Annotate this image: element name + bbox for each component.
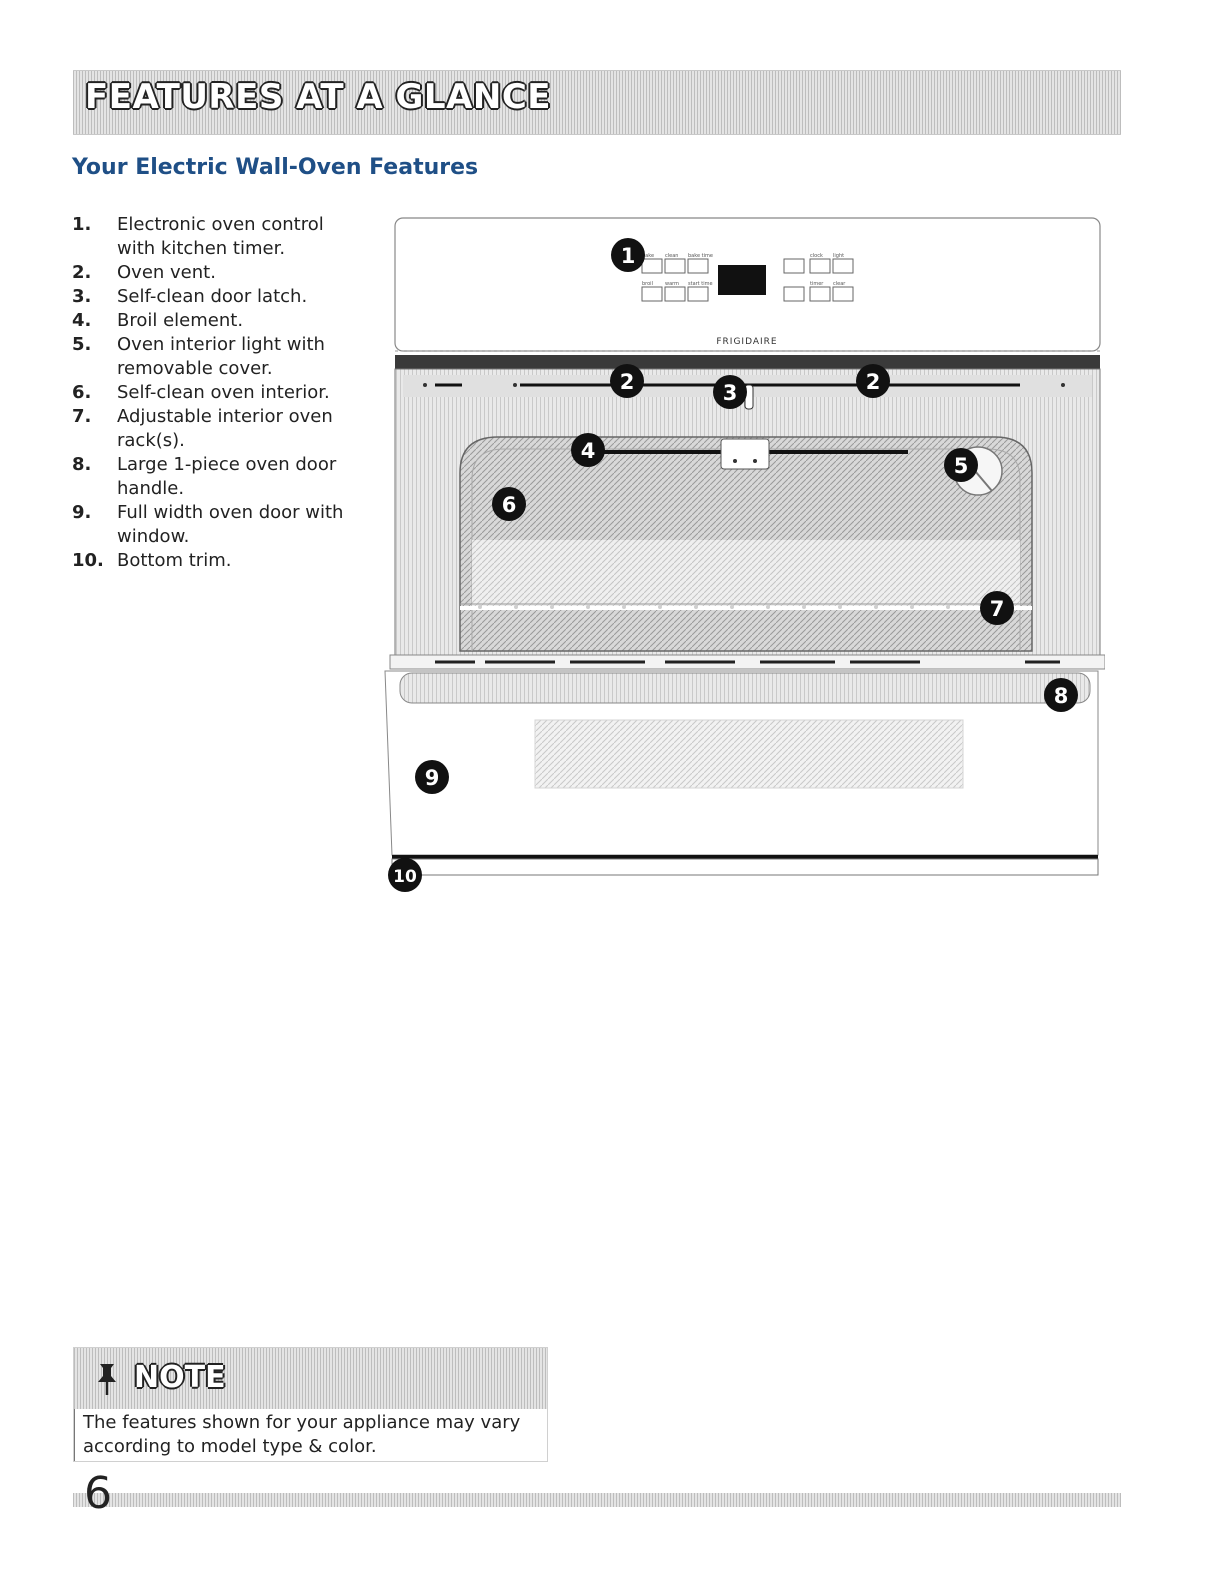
- list-item: 3. Self-clean door latch.: [72, 285, 362, 309]
- list-item-text: Adjustable interior oven rack(s).: [117, 406, 333, 451]
- list-item: 7. Adjustable interior oven rack(s).: [72, 405, 362, 453]
- svg-text:3: 3: [723, 381, 738, 405]
- list-item-text: Bottom trim.: [117, 550, 231, 571]
- svg-text:8: 8: [1054, 684, 1069, 708]
- oven-diagram: bake clean bake time broil warm start ti…: [380, 215, 1105, 895]
- note-title: NOTE: [134, 1360, 226, 1395]
- panel-key-label: warm: [665, 281, 679, 287]
- list-item-text: Full width oven door with window.: [117, 502, 343, 547]
- oven-display: [718, 265, 766, 295]
- list-item-number: 4.: [72, 309, 91, 333]
- list-item-number: 9.: [72, 501, 91, 525]
- bottom-trim-line: [392, 855, 1098, 859]
- callout-6: 6: [492, 487, 526, 521]
- door-window: [535, 720, 963, 788]
- list-item: 2. Oven vent.: [72, 261, 362, 285]
- list-item-text: Electronic oven control with kitchen tim…: [117, 214, 324, 259]
- list-item: 6. Self-clean oven interior.: [72, 381, 362, 405]
- callout-1: 1: [611, 238, 645, 272]
- list-item-number: 5.: [72, 333, 91, 357]
- list-item: 5. Oven interior light with removable cov…: [72, 333, 362, 381]
- feature-list: 1. Electronic oven control with kitchen t…: [72, 213, 362, 573]
- note-body: The features shown for your appliance ma…: [74, 1409, 547, 1461]
- svg-text:2: 2: [620, 370, 635, 394]
- bottom-trim: [392, 859, 1098, 875]
- panel-key-label: bake time: [688, 253, 713, 259]
- panel-key-label: light: [833, 253, 844, 259]
- list-item: 8. Large 1-piece oven door handle.: [72, 453, 362, 501]
- panel-key-label: clear: [833, 281, 846, 287]
- section-title: Your Electric Wall-Oven Features: [72, 155, 478, 180]
- callout-2: 2: [856, 364, 890, 398]
- svg-text:1: 1: [621, 244, 636, 268]
- oven-illustration: bake clean bake time broil warm start ti…: [380, 215, 1105, 895]
- door-handle: [400, 673, 1090, 703]
- note-text: The features shown for your appliance ma…: [83, 1411, 538, 1459]
- list-item-number: 3.: [72, 285, 91, 309]
- oven-back-wall: [472, 540, 1020, 606]
- list-item-text: Large 1-piece oven door handle.: [117, 454, 336, 499]
- list-item-number: 1.: [72, 213, 91, 237]
- panel-key-label: clock: [810, 253, 823, 259]
- panel-key-label: broil: [642, 281, 653, 287]
- callout-8: 8: [1044, 678, 1078, 712]
- list-item: 10. Bottom trim.: [72, 549, 362, 573]
- callout-3: 3: [713, 375, 747, 409]
- list-item: 1. Electronic oven control with kitchen t…: [72, 213, 362, 261]
- callout-4: 4: [571, 433, 605, 467]
- callout-10: 10: [388, 858, 422, 892]
- broil-element-bracket: [721, 439, 769, 469]
- list-item-text: Oven vent.: [117, 262, 216, 283]
- svg-text:10: 10: [393, 867, 417, 887]
- callout-5: 5: [944, 448, 978, 482]
- panel-key-label: start time: [688, 281, 713, 287]
- note-box: NOTE The features shown for your applian…: [73, 1347, 548, 1462]
- svg-text:9: 9: [425, 766, 440, 790]
- list-item-text: Self-clean door latch.: [117, 286, 307, 307]
- svg-text:2: 2: [866, 370, 881, 394]
- footer-bar: [73, 1493, 1121, 1507]
- callout-2: 2: [610, 364, 644, 398]
- svg-text:6: 6: [502, 493, 517, 517]
- header-banner: FEATURES AT A GLANCE: [73, 70, 1121, 135]
- list-item-text: Oven interior light with removable cover…: [117, 334, 325, 379]
- list-item: 4. Broil element.: [72, 309, 362, 333]
- panel-key-label: clean: [665, 253, 678, 259]
- list-item-number: 7.: [72, 405, 91, 429]
- page-number: 6: [84, 1468, 112, 1519]
- list-item-text: Broil element.: [117, 310, 243, 331]
- svg-text:7: 7: [990, 597, 1005, 621]
- callout-7: 7: [980, 591, 1014, 625]
- top-trim: [395, 355, 1100, 369]
- panel-key-label: timer: [810, 281, 824, 287]
- svg-text:4: 4: [581, 439, 596, 463]
- note-header: NOTE: [74, 1348, 547, 1409]
- list-item-number: 10.: [72, 549, 104, 573]
- list-item-number: 6.: [72, 381, 91, 405]
- page-title: FEATURES AT A GLANCE: [85, 77, 551, 117]
- list-item-number: 2.: [72, 261, 91, 285]
- pushpin-icon: [94, 1362, 120, 1396]
- list-item-number: 8.: [72, 453, 91, 477]
- callout-9: 9: [415, 760, 449, 794]
- brand-logo: FRIGIDAIRE: [716, 337, 777, 347]
- list-item-text: Self-clean oven interior.: [117, 382, 330, 403]
- svg-text:5: 5: [954, 454, 969, 478]
- list-item: 9. Full width oven door with window.: [72, 501, 362, 549]
